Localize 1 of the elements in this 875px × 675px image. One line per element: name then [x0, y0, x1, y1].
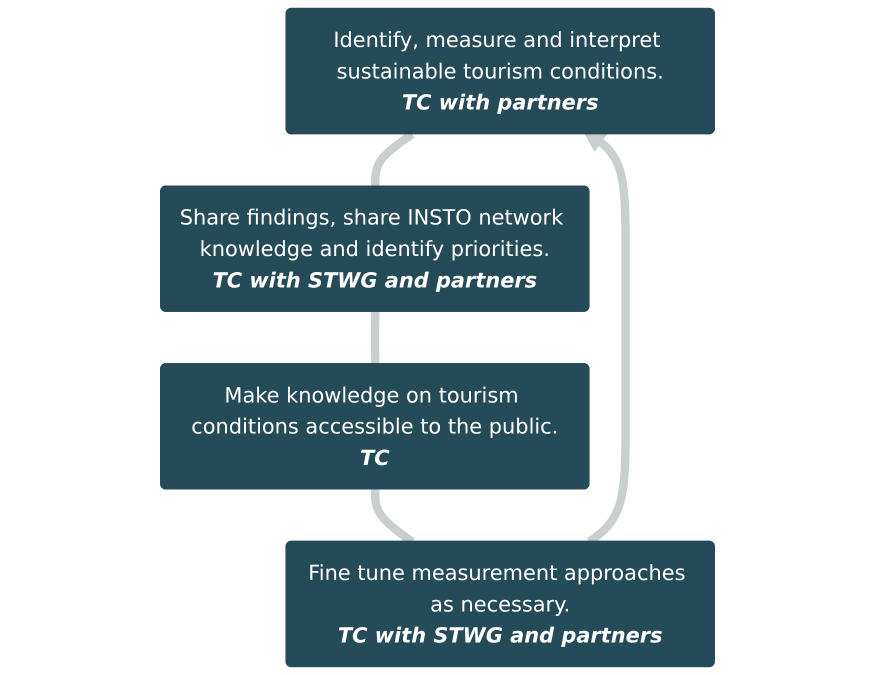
- connector: [370, 312, 380, 364]
